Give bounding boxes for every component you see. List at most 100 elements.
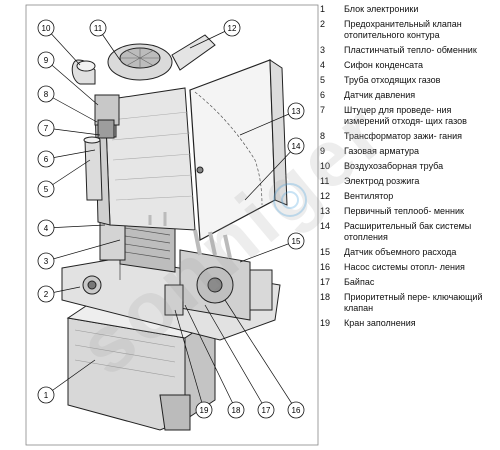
- legend-number: 17: [320, 277, 331, 287]
- legend-number: 11: [320, 176, 330, 186]
- legend-text: Предохранительный клапан отопительного к…: [344, 19, 462, 40]
- callout-9-label: 9: [44, 56, 49, 65]
- legend-number: 6: [320, 90, 326, 100]
- callout-11: 11: [89, 19, 107, 37]
- callout-14-label: 14: [292, 142, 301, 151]
- legend-row: 8 Трансформатор зажи- гания: [318, 131, 498, 142]
- legend-number: 13: [320, 206, 331, 216]
- legend-row: 18 Приоритетный пере- ключающий клапан: [318, 292, 498, 314]
- callout-12-label: 12: [228, 24, 237, 33]
- legend-number: 15: [320, 247, 331, 257]
- callout-3-label: 3: [44, 257, 49, 266]
- pump-assembly: [164, 249, 273, 321]
- callout-10-label: 10: [42, 24, 51, 33]
- callout-6: 6: [37, 150, 55, 168]
- callout-9: 9: [37, 51, 55, 69]
- legend-row: 19 Кран заполнения: [318, 318, 498, 329]
- boiler-drawing: [25, 4, 319, 446]
- callout-14: 14: [287, 137, 305, 155]
- boiler-diagram: 1 2 3 4 5 6 7 8 9 10 11 12 13 14 15 16 1…: [25, 4, 319, 446]
- legend-number: 8: [320, 131, 326, 141]
- callout-15-label: 15: [292, 237, 301, 246]
- callout-6-label: 6: [44, 155, 49, 164]
- callout-18: 18: [227, 401, 245, 419]
- legend-row: 13 Первичный теплооб- менник: [318, 206, 498, 217]
- legend-text: Кран заполнения: [344, 318, 416, 328]
- callout-8: 8: [37, 85, 55, 103]
- legend-row: 2 Предохранительный клапан отопительного …: [318, 19, 498, 41]
- fan: [107, 34, 216, 81]
- legend-text: Труба отходящих газов: [344, 75, 441, 85]
- legend-row: 14 Расширительный бак системы отопления: [318, 221, 498, 243]
- callout-16-label: 16: [292, 406, 301, 415]
- callout-17-label: 17: [262, 406, 271, 415]
- callout-5: 5: [37, 180, 55, 198]
- callout-1: 1: [37, 386, 55, 404]
- callout-4: 4: [37, 219, 55, 237]
- callout-11-label: 11: [94, 24, 103, 33]
- legend-row: 7 Штуцер для проведе- ния измерений отход…: [318, 105, 498, 127]
- callout-13: 13: [287, 102, 305, 120]
- legend-row: 16 Насос системы отопл- ления: [318, 262, 498, 273]
- legend-number: 12: [320, 191, 331, 201]
- legend-text: Приоритетный пере- ключающий клапан: [344, 292, 483, 313]
- legend-text: Пластинчатый тепло- обменник: [344, 45, 477, 55]
- legend-row: 15 Датчик объемного расхода: [318, 247, 498, 258]
- legend-number: 3: [320, 45, 326, 55]
- callouts: 1 2 3 4 5 6 7 8 9 10 11 12 13 14 15 16 1…: [37, 19, 305, 419]
- callout-19-label: 19: [200, 406, 209, 415]
- callout-2-label: 2: [44, 290, 49, 299]
- flue-pipe: [83, 136, 103, 201]
- legend-number: 1: [320, 4, 326, 14]
- legend-text: Первичный теплооб- менник: [344, 206, 464, 216]
- legend-text: Датчик объемного расхода: [344, 247, 457, 257]
- legend-number: 14: [320, 221, 331, 231]
- legend-text: Насос системы отопл- ления: [344, 262, 465, 272]
- callout-7: 7: [37, 119, 55, 137]
- legend-row: 11 Электрод розжига: [318, 176, 498, 187]
- legend-text: Расширительный бак системы отопления: [344, 221, 472, 242]
- callout-3: 3: [37, 252, 55, 270]
- legend-number: 2: [320, 19, 326, 29]
- legend-row: 12 Вентилятор: [318, 191, 498, 202]
- callout-8-label: 8: [44, 90, 49, 99]
- callout-17: 17: [257, 401, 275, 419]
- ignition-transformer: [97, 119, 115, 139]
- parts-legend: 1 Блок электроники 2 Предохранительный кла…: [318, 4, 498, 333]
- callout-16: 16: [287, 401, 305, 419]
- callout-1-label: 1: [44, 391, 49, 400]
- callout-10: 10: [37, 19, 55, 37]
- legend-text: Воздухозаборная труба: [344, 161, 444, 171]
- legend-row: 3 Пластинчатый тепло- обменник: [318, 45, 498, 56]
- air-intake-pipe: [71, 59, 96, 85]
- legend-row: 1 Блок электроники: [318, 4, 498, 15]
- callout-7-label: 7: [44, 124, 49, 133]
- legend-text: Блок электроники: [344, 4, 419, 14]
- legend-number: 19: [320, 318, 331, 328]
- callout-4-label: 4: [44, 224, 49, 233]
- legend-number: 7: [320, 105, 326, 115]
- legend-number: 18: [320, 292, 331, 302]
- callout-12: 12: [223, 19, 241, 37]
- callout-5-label: 5: [44, 185, 49, 194]
- legend-text: Газовая арматура: [344, 146, 420, 156]
- expansion-vessel: [189, 59, 288, 241]
- legend-text: Сифон конденсата: [344, 60, 423, 70]
- legend-row: 17 Байпас: [318, 277, 498, 288]
- callout-2: 2: [37, 285, 55, 303]
- legend-text: Штуцер для проведе- ния измерений отходя…: [344, 105, 467, 126]
- legend-number: 16: [320, 262, 331, 272]
- callout-13-label: 13: [292, 107, 301, 116]
- legend-text: Датчик давления: [344, 90, 416, 100]
- callout-19: 19: [195, 401, 213, 419]
- legend-number: 4: [320, 60, 326, 70]
- legend-text: Вентилятор: [344, 191, 394, 201]
- legend-text: Электрод розжига: [344, 176, 420, 186]
- legend-row: 6 Датчик давления: [318, 90, 498, 101]
- legend-text: Трансформатор зажи- гания: [344, 131, 463, 141]
- callout-18-label: 18: [232, 406, 241, 415]
- legend-text: Байпас: [344, 277, 375, 287]
